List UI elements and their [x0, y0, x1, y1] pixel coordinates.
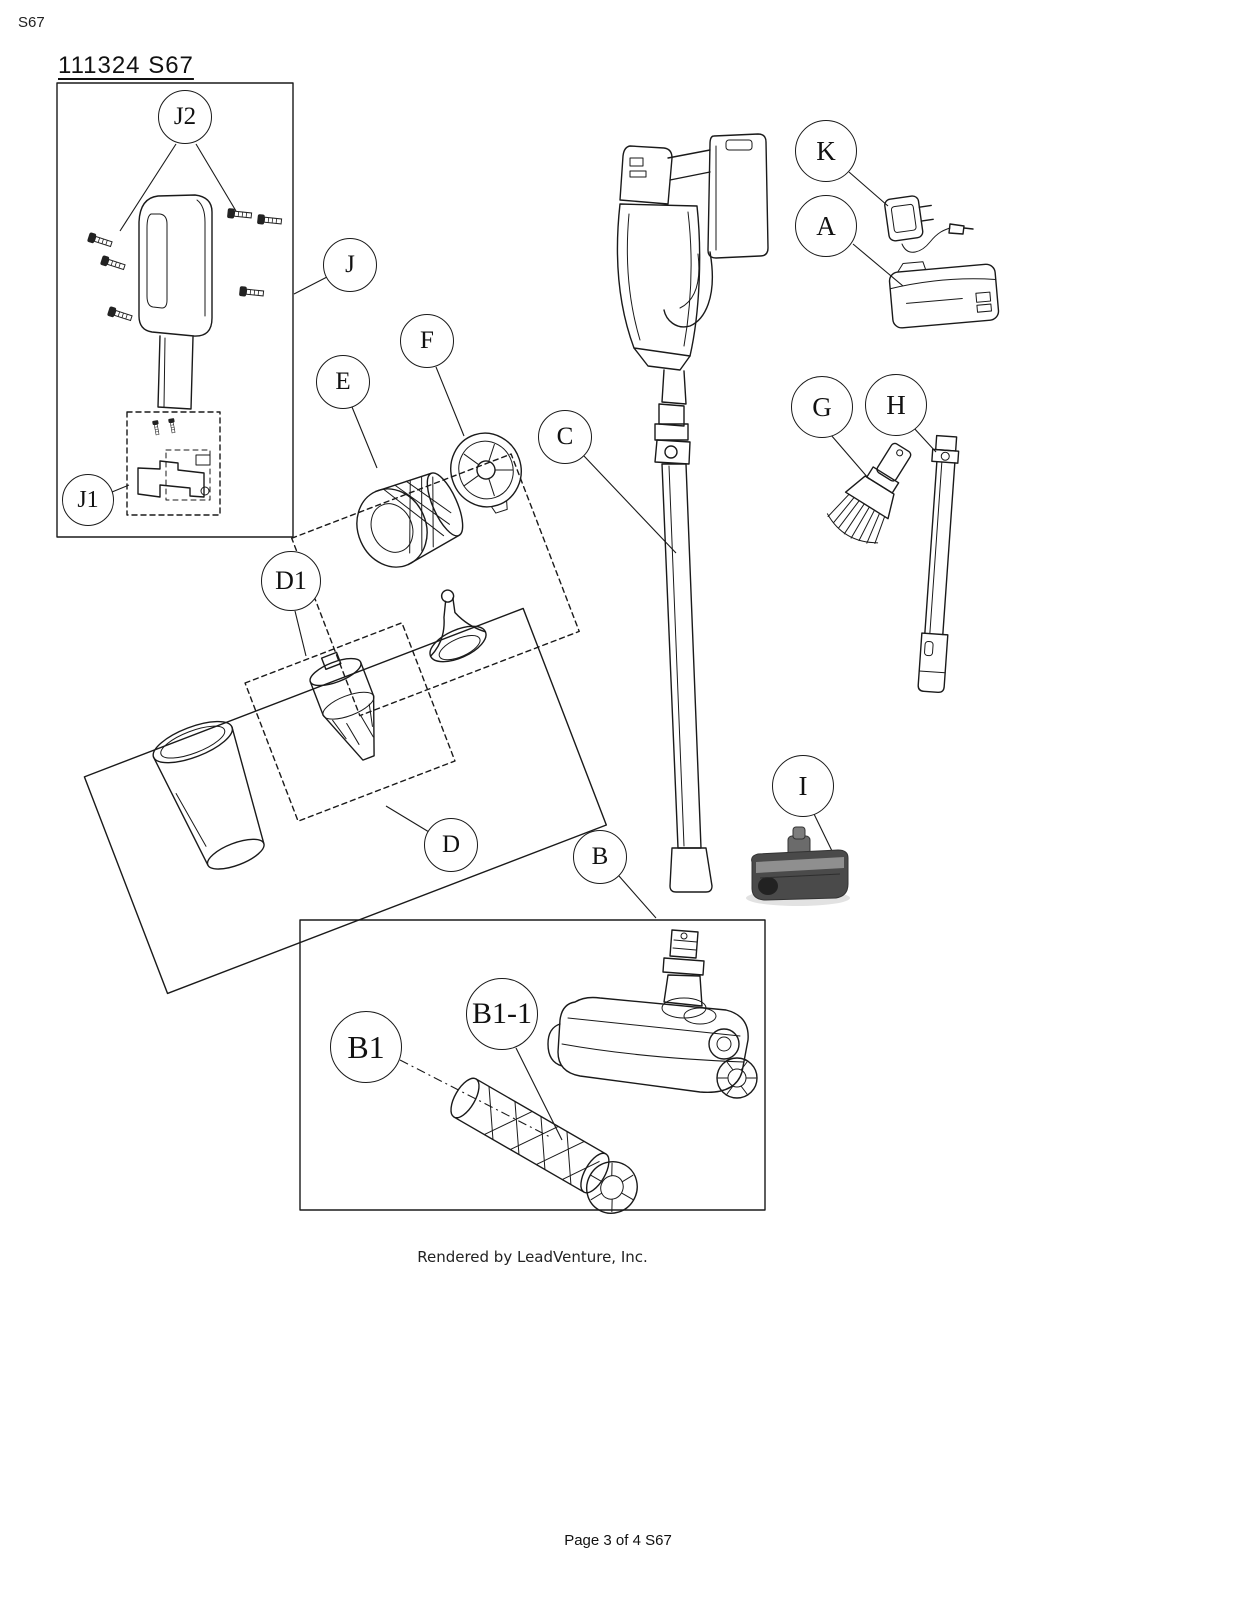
callout-d1: D1 [261, 551, 321, 611]
callout-j2: J2 [158, 90, 212, 144]
callout-g: G [791, 376, 853, 438]
callout-i-label: I [798, 770, 808, 801]
callout-a-label: A [816, 210, 836, 241]
callout-c-label: C [556, 423, 574, 450]
render-credit: Rendered by LeadVenture, Inc. [417, 1248, 648, 1266]
power-nozzle-drawing [547, 929, 758, 1099]
callout-i: I [772, 755, 834, 817]
dust-cup-drawing [152, 720, 265, 870]
dust-cup-group-box [83, 607, 608, 995]
roller-brush-drawing [450, 1077, 638, 1214]
callout-j1-label: J1 [77, 486, 99, 513]
callout-b1: B1 [330, 1011, 402, 1083]
dusting-brush-drawing [826, 442, 912, 544]
callout-d-label: D [441, 831, 461, 858]
battery-drawing [888, 261, 1000, 329]
callout-d1-label: D1 [275, 566, 307, 595]
cyclone-dashed-box [244, 622, 456, 822]
leader-lines [111, 143, 937, 1141]
hardware-dashed-box [126, 411, 221, 516]
callout-f-label: F [420, 327, 434, 354]
callout-g-label: G [812, 391, 832, 422]
charger-drawing [884, 195, 974, 253]
mounting-parts-drawing [137, 449, 211, 501]
filter-cap-drawing [450, 432, 522, 514]
callout-a: A [795, 195, 857, 257]
callout-d: D [424, 818, 478, 872]
callout-k: K [795, 120, 857, 182]
page-title: 111324 S67 [58, 52, 194, 79]
filter-group-dashed-box [291, 453, 580, 717]
handle-cover-drawing [138, 194, 213, 410]
callout-b1-label: B1 [347, 1028, 385, 1065]
callout-b: B [573, 830, 627, 884]
cone-valve-drawing [429, 589, 487, 663]
callout-f: F [400, 314, 454, 368]
corner-code: S67 [18, 14, 45, 31]
cyclone-drawing [309, 651, 375, 761]
turbo-brush-photo [746, 826, 850, 906]
wand-drawing [917, 434, 960, 694]
callout-b1-1-label: B1-1 [472, 997, 532, 1030]
callout-j1: J1 [62, 474, 114, 526]
callout-h: H [865, 374, 927, 436]
handle-assembly-box [56, 82, 294, 538]
callout-b1-1: B1-1 [466, 978, 538, 1050]
callout-j2-label: J2 [173, 103, 197, 130]
main-unit-drawing [616, 133, 769, 405]
callout-e-label: E [335, 368, 351, 395]
callout-b-label: B [591, 843, 609, 870]
callout-c: C [538, 410, 592, 464]
screw-icon [86, 207, 283, 324]
callout-k-label: K [816, 135, 836, 166]
page-number: Page 3 of 4 S67 [564, 1532, 672, 1549]
filter-drawing [356, 472, 464, 568]
callout-h-label: H [886, 389, 906, 420]
callout-j: J [323, 238, 377, 292]
extension-tube-drawing [654, 403, 713, 893]
callout-e: E [316, 355, 370, 409]
bottom-assembly-box [299, 919, 766, 1214]
callout-j-label: J [345, 251, 355, 278]
